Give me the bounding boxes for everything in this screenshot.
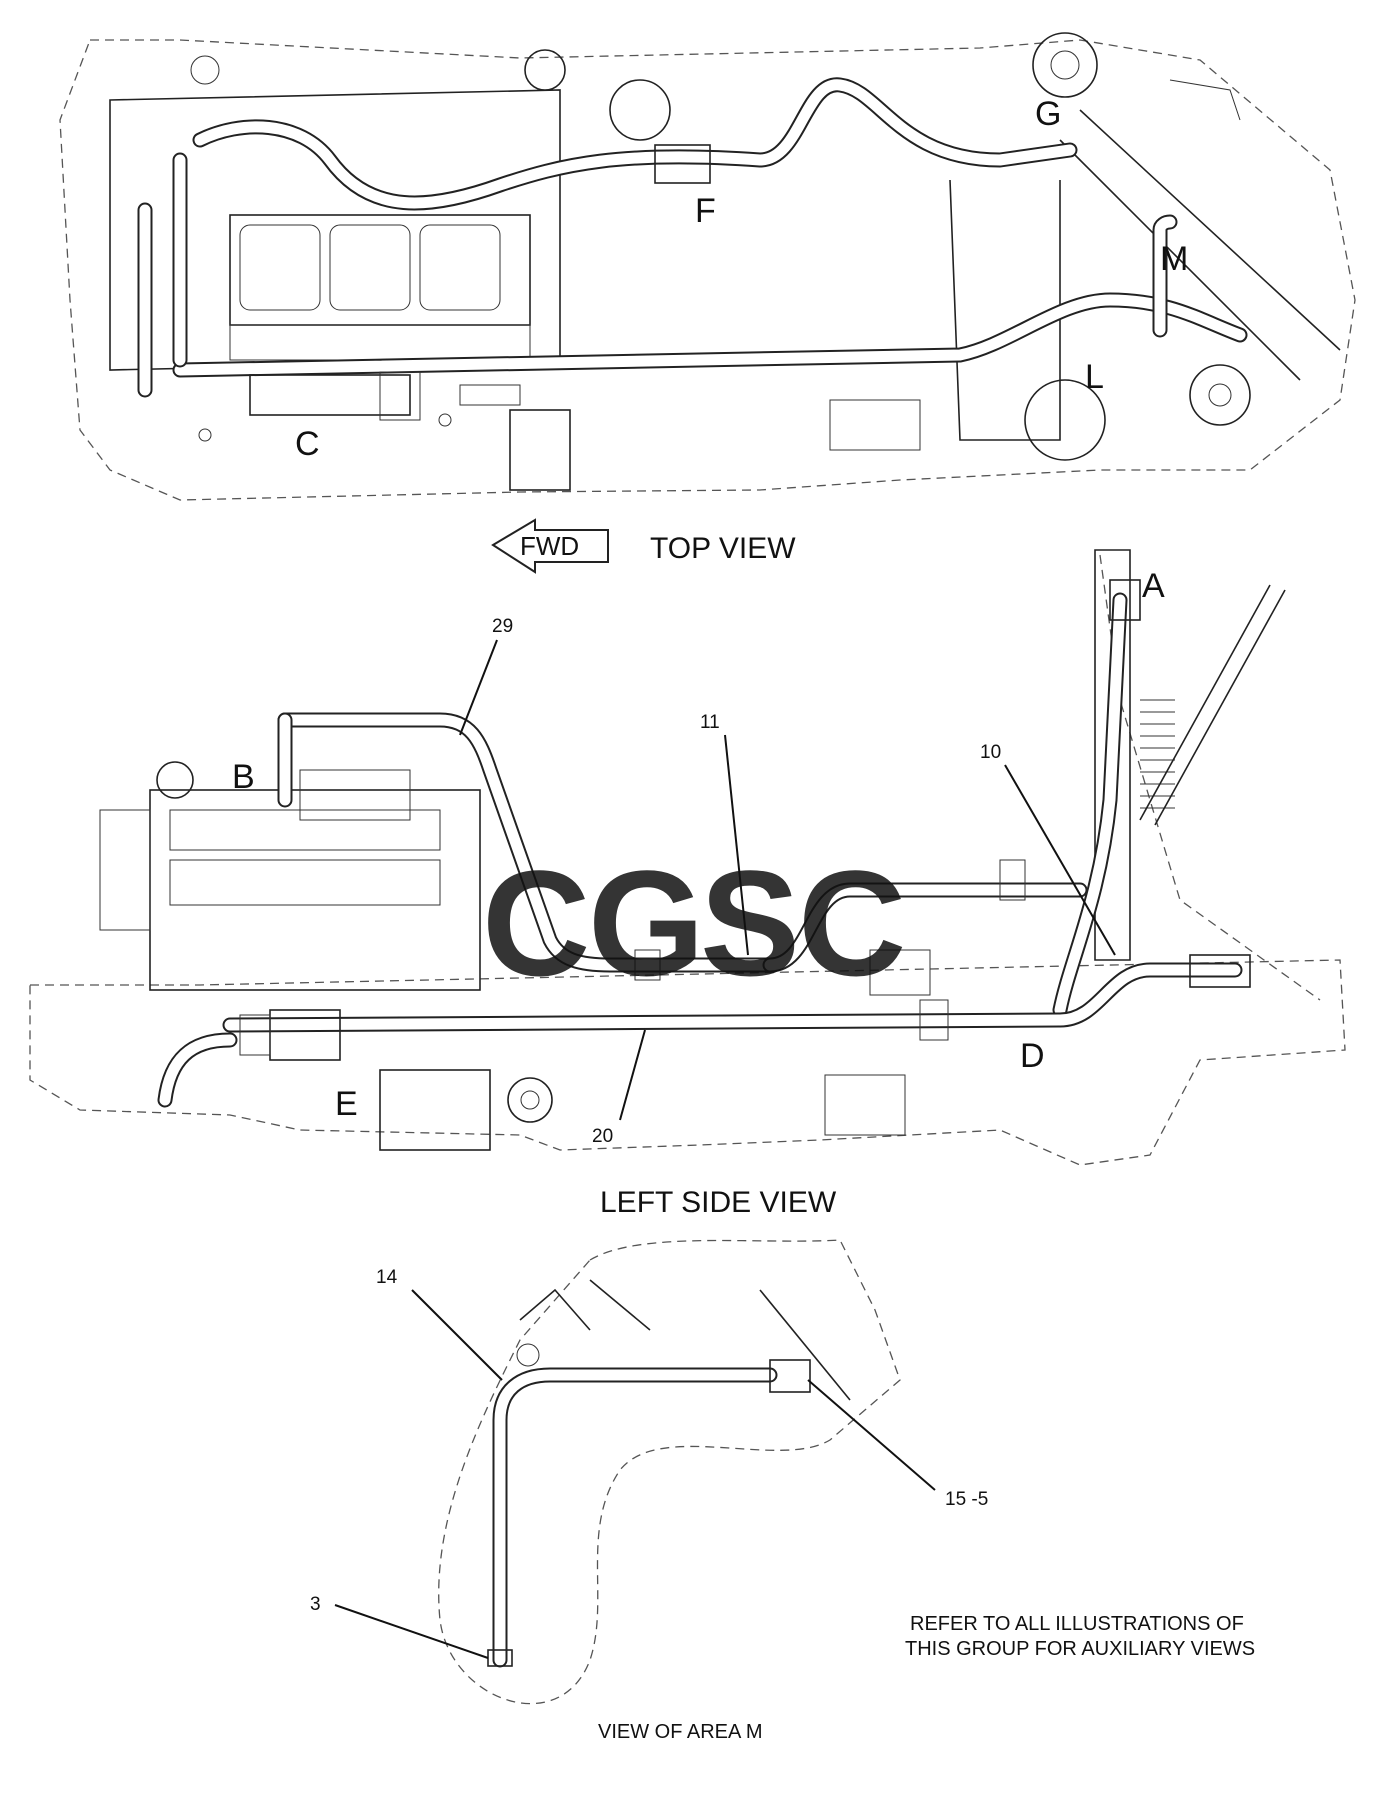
- leader-line-20: [619, 1029, 646, 1121]
- watermark-letter-3: S: [700, 839, 800, 1007]
- watermark-letter-4: C: [798, 839, 906, 1007]
- watermark-letter-2: G: [588, 839, 705, 1007]
- watermark-letter-1: C: [482, 839, 590, 1007]
- fwd-arrow-icon: [491, 518, 609, 574]
- area-m-view-drawing: [438, 1239, 901, 1705]
- left-side-view-title: LEFT SIDE VIEW: [600, 1186, 837, 1219]
- cgsc-watermark-logo: C G S C: [482, 839, 906, 1007]
- leader-line-29: [459, 639, 498, 736]
- callout-letter-b: B: [232, 758, 255, 796]
- callout-letter-f: F: [695, 192, 716, 230]
- part-number-20: 20: [592, 1126, 613, 1147]
- part-number-29: 29: [492, 616, 513, 637]
- callout-letter-g: G: [1035, 95, 1061, 133]
- callout-letter-m: M: [1160, 240, 1188, 278]
- part-number-11: 11: [700, 712, 720, 733]
- callout-letter-l: L: [1085, 358, 1104, 396]
- note-line-2: THIS GROUP FOR AUXILIARY VIEWS: [905, 1638, 1255, 1660]
- part-number-10: 10: [980, 742, 1001, 763]
- fwd-label: FWD: [520, 531, 579, 561]
- leader-line-11: [724, 734, 749, 956]
- top-view-title: TOP VIEW: [650, 532, 796, 565]
- area-m-view-title: VIEW OF AREA M: [598, 1721, 762, 1743]
- callout-letter-e: E: [335, 1085, 358, 1123]
- top-view-drawing: [59, 32, 1356, 501]
- part-number-14: 14: [376, 1267, 398, 1288]
- part-number-3: 3: [310, 1594, 321, 1615]
- left-side-view-drawing: [29, 549, 1346, 1166]
- callout-letter-a: A: [1142, 567, 1165, 605]
- leader-line-15: [807, 1379, 936, 1491]
- leader-line-14: [411, 1289, 503, 1381]
- callout-letter-c: C: [295, 425, 320, 463]
- leader-line-3: [334, 1604, 489, 1659]
- leader-line-10: [1004, 764, 1116, 956]
- note-line-1: REFER TO ALL ILLUSTRATIONS OF: [910, 1613, 1244, 1635]
- radiator-fins: [1140, 699, 1175, 809]
- part-number-15-5: 15 -5: [945, 1489, 988, 1510]
- callout-letter-d: D: [1020, 1037, 1045, 1075]
